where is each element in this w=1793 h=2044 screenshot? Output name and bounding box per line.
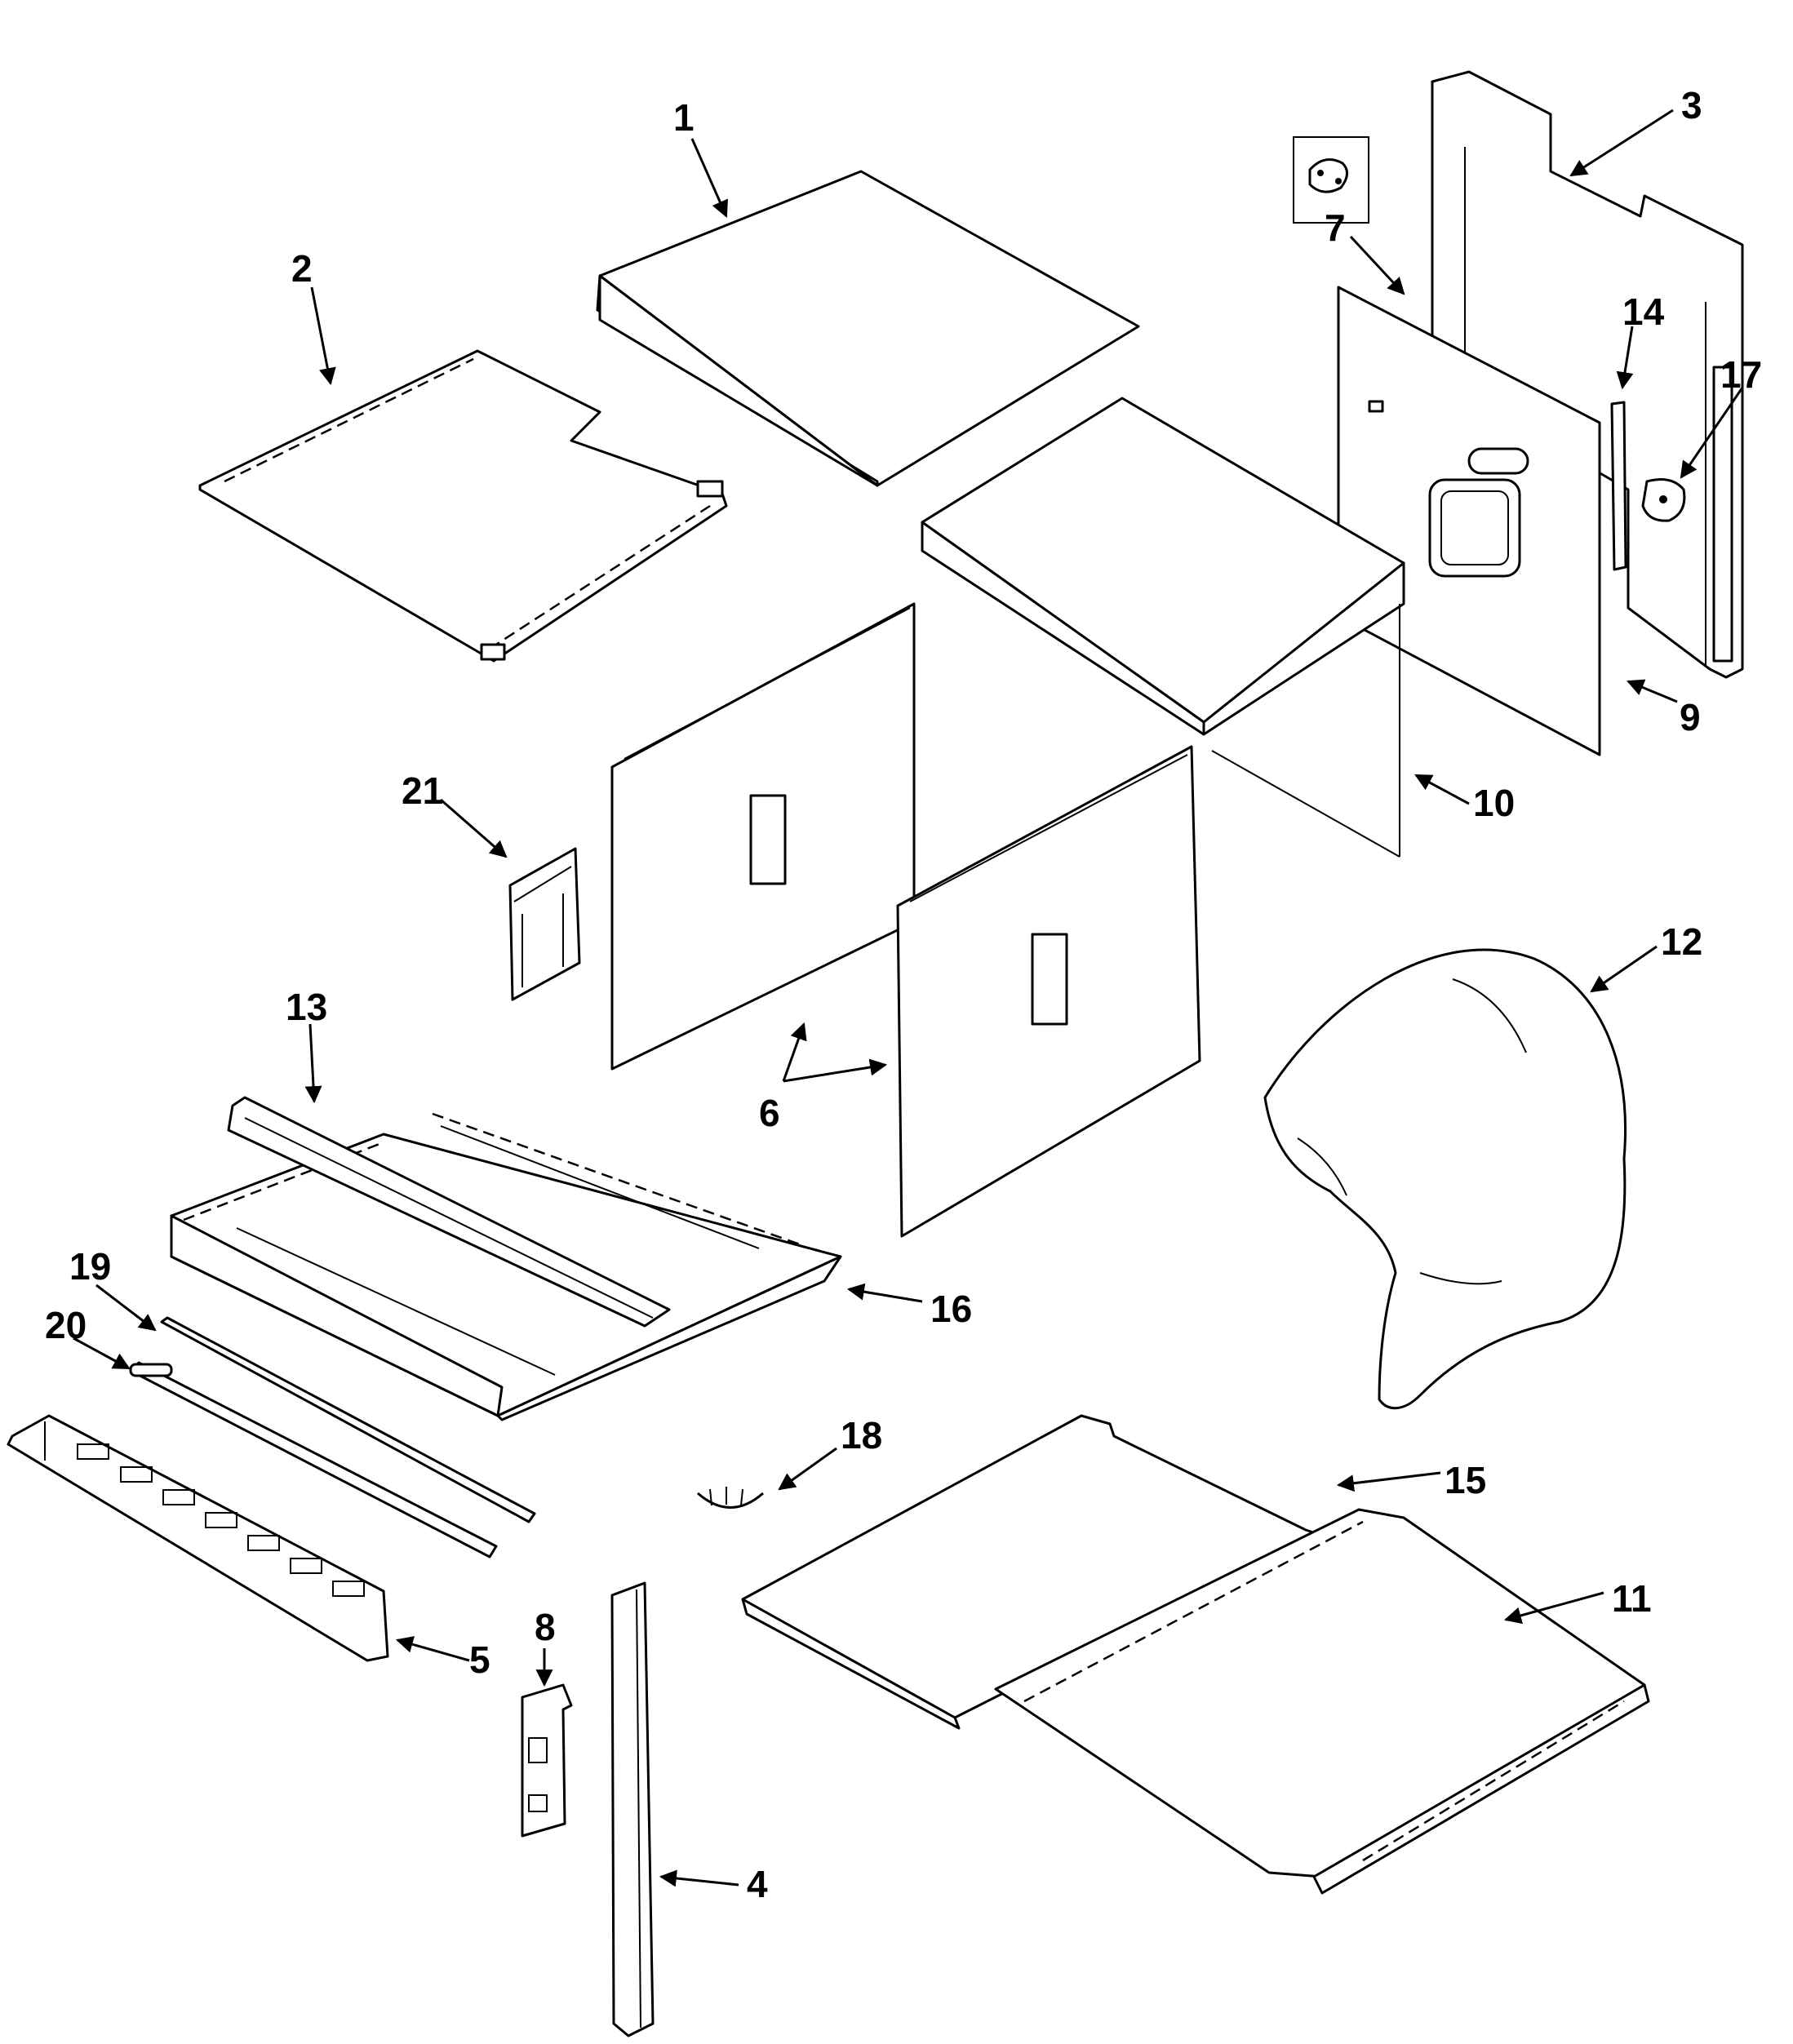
callout-9: 9 [1680,696,1701,738]
part-13-rail [227,1096,671,1328]
part-6-side-panel-left [610,602,916,1071]
part-21-bracket [508,847,581,1001]
callout-8: 8 [535,1606,556,1648]
leader-lines [73,109,1744,1887]
callout-5: 5 [469,1638,490,1681]
callout-17: 17 [1720,353,1762,396]
callout-15: 15 [1445,1459,1486,1501]
callout-12: 12 [1661,920,1702,963]
part-8-bracket [521,1683,573,1838]
part-9-inner-panel [1337,286,1601,756]
part-1-top-panel [596,170,1140,487]
callout-19: 19 [69,1245,111,1288]
callout-1: 1 [673,96,695,139]
callout-labels: 1 2 3 7 14 17 9 10 12 21 6 13 16 19 20 1… [45,84,1762,1905]
callout-11: 11 [1612,1577,1652,1620]
part-7-component [1293,136,1369,224]
part-18-clip [697,1487,764,1509]
callout-7: 7 [1325,206,1346,249]
part-12-insulation [1263,948,1627,1410]
part-11-bottom-panel [994,1508,1650,1895]
callout-2: 2 [291,247,313,290]
part-3-rear-panel [1431,70,1744,679]
callout-13: 13 [286,986,327,1028]
callout-4: 4 [747,1863,768,1905]
part-16-lower-frame [170,1112,842,1421]
callout-3: 3 [1681,84,1702,126]
part-15-panel [741,1414,1320,1730]
part-4-vertical-channel [610,1581,655,2037]
callout-18: 18 [841,1414,882,1457]
part-6-side-panel-right [896,745,1201,1238]
callout-6: 6 [759,1092,780,1134]
callout-21: 21 [402,769,443,812]
part-10-cavity [913,397,1405,858]
part-20-bar [129,1361,498,1558]
part-2-top-frame [198,349,728,663]
callout-16: 16 [930,1288,972,1330]
callout-20: 20 [45,1304,87,1346]
callout-10: 10 [1473,782,1515,824]
part-19-bar [160,1316,536,1523]
part-5-vent-strip [7,1414,389,1662]
part-14-strip [1610,401,1627,571]
part-17-switch [1641,478,1686,522]
callout-14: 14 [1622,290,1665,333]
